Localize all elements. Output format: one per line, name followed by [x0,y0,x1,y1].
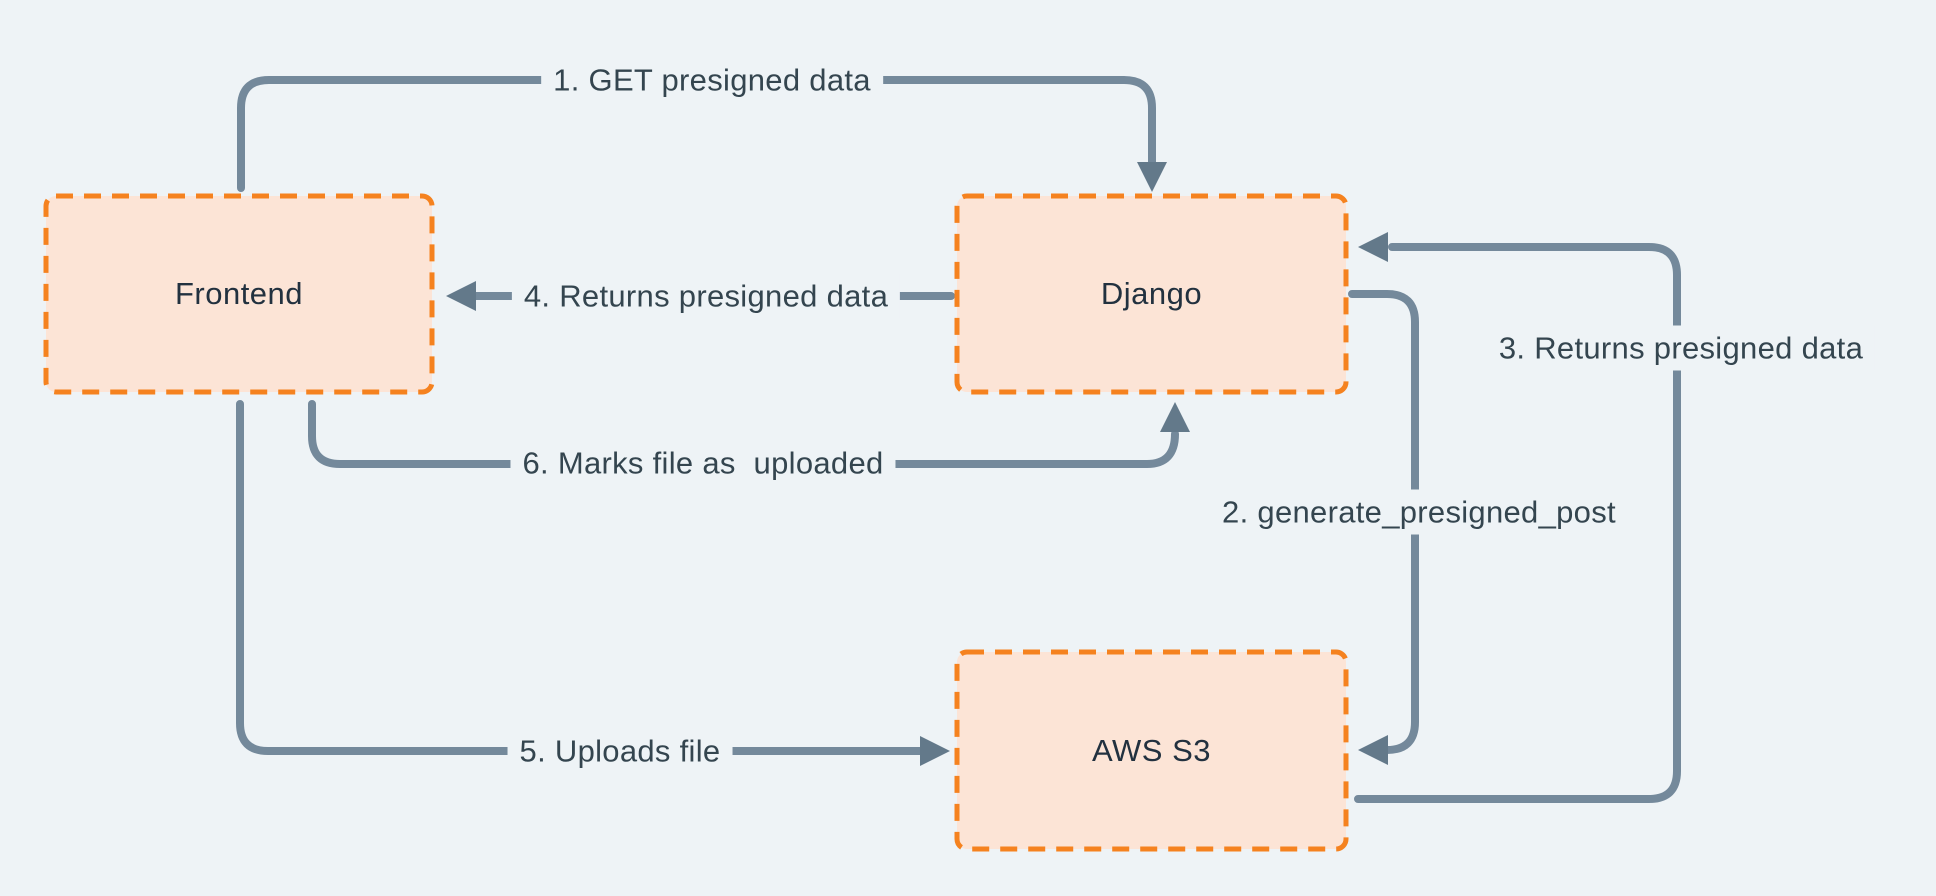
arrow-2-path [1348,290,1419,754]
django-node-shape [954,193,1349,395]
arrow-6-path [308,400,1179,468]
arrow-5-path [236,400,928,755]
aws-s3-node-shape [954,649,1349,852]
edge-label-generate-presigned-post: 2. generate_presigned_post [1210,489,1628,535]
edge-label-marks-file-uploaded: 6. Marks file as uploaded [510,440,896,486]
arrow-5-head [920,736,950,766]
edge-label-returns-presigned-data-django: 4. Returns presigned data [511,273,901,319]
arrow-2-head [1358,735,1388,765]
edge-label-returns-presigned-data-s3: 3. Returns presigned data [1486,325,1876,371]
arrow-3-head [1358,232,1388,262]
arrow-3-path [1354,243,1681,803]
arrow-6-head [1160,402,1190,432]
edge-label-uploads-file: 5. Uploads file [507,728,733,774]
edge-label-get-presigned-data: 1. GET presigned data [541,57,883,103]
frontend-node-shape [43,193,435,395]
arrow-4-head [446,281,476,311]
arrow-1-head [1137,162,1167,192]
